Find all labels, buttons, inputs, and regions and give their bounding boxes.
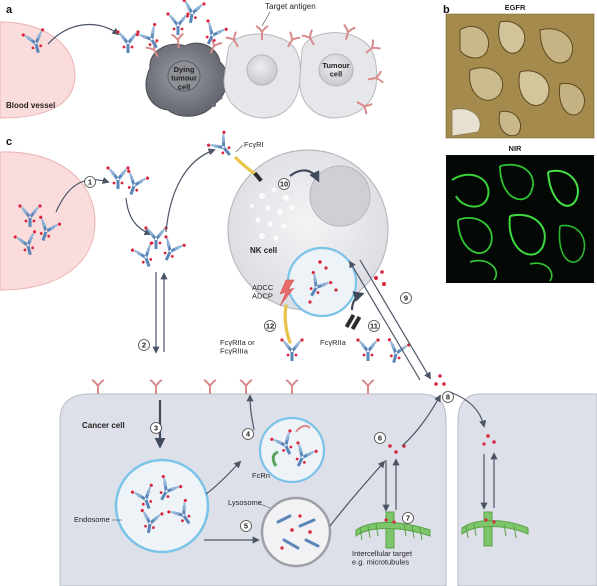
- cancer-cell-label: Cancer cell: [82, 421, 125, 430]
- arrow-step-9-out: [359, 259, 431, 380]
- fcrn-label: FcRn: [252, 471, 270, 480]
- nk-internal-vesicle: [286, 246, 358, 318]
- step-9-marker: [400, 292, 412, 304]
- step-11-marker: [368, 320, 380, 332]
- panel-c-blood-vessel: [0, 151, 96, 291]
- lysosome-leader: [257, 502, 271, 509]
- step-5-marker: [240, 520, 252, 532]
- step-4-marker: [242, 428, 254, 440]
- panel-c-label: c: [6, 136, 12, 148]
- target-antigen-leader: [261, 11, 271, 27]
- degraded-antibody-fragments: [276, 514, 320, 550]
- neighbouring-cell: [457, 393, 597, 586]
- fcyri-leader: [235, 144, 244, 153]
- endosome: [114, 458, 210, 554]
- step-10-marker: [278, 178, 290, 190]
- step-1-marker: [84, 176, 96, 188]
- arrow-step-11: [350, 291, 365, 311]
- panel-b-label: b: [443, 4, 450, 16]
- dying-tumour-cell: [145, 42, 228, 117]
- fcyriia-or-fcyriiia-receptor: [283, 304, 292, 344]
- egfr-label: EGFR: [505, 3, 526, 12]
- target-antigen-label: Target antigen: [265, 2, 316, 11]
- arrow-step-8-bystander: [449, 391, 487, 428]
- step-9-number: 9: [404, 294, 408, 303]
- antibody: [106, 166, 130, 189]
- arrow-step-1: [55, 177, 110, 213]
- blood-vessel-label-a: Blood vessel: [6, 101, 55, 110]
- arrow-step-8-out: [401, 394, 441, 447]
- fcyriia-receptor: [344, 313, 362, 331]
- step-7-number: 7: [406, 514, 410, 523]
- panel-a-blood-vessel: [0, 21, 76, 119]
- panel-a-label: a: [6, 4, 13, 16]
- lysosome-label: Lysosome: [228, 498, 262, 507]
- antibody: [382, 337, 411, 366]
- tumour-cell-middle: [223, 33, 301, 119]
- surface-antigens-cancer-cell: [91, 379, 375, 395]
- arrow-to-fcyri: [165, 148, 216, 233]
- step-12-number: 12: [266, 322, 274, 331]
- arrow-step-10: [289, 169, 320, 183]
- fcrn-receptor: [271, 450, 279, 467]
- arrow-step-9-in: [349, 260, 421, 381]
- antibody-bound: [166, 12, 190, 35]
- fcyriia-label: FcγRIIa: [320, 338, 347, 347]
- step-2-number: 2: [142, 341, 146, 350]
- step-4-number: 4: [246, 430, 251, 439]
- antibody: [155, 234, 187, 266]
- step-8-marker: [442, 391, 454, 403]
- arrow-step-4-in: [205, 460, 242, 495]
- nk-cell-label: NK cell: [250, 246, 277, 255]
- antibody: [144, 226, 168, 249]
- step-10-number: 10: [280, 180, 288, 189]
- antibody-bridging: [280, 338, 304, 361]
- lysosome: [260, 496, 332, 568]
- egfr-stained-tissue-image: [445, 13, 595, 139]
- step-5-number: 5: [244, 522, 248, 531]
- step-1-number: 1: [88, 178, 92, 187]
- step-7-marker: [402, 512, 414, 524]
- antibody-bound-fcyri: [206, 130, 239, 163]
- step-2-marker: [138, 339, 150, 351]
- step-12-marker: [264, 320, 276, 332]
- microtubule-target: [355, 511, 431, 549]
- step-11-number: 11: [370, 322, 378, 331]
- tumour-cell-right: [299, 32, 378, 119]
- step-6-number: 6: [378, 434, 382, 443]
- arrow-step-4-out: [246, 394, 255, 431]
- step-3-number: 3: [154, 424, 158, 433]
- step-3-marker: [150, 422, 162, 434]
- fcyri-receptor: [234, 156, 263, 183]
- step-6-marker: [374, 432, 386, 444]
- arrow-extravasation: [47, 23, 120, 45]
- nir-fluorescence-image: [446, 155, 594, 283]
- fcyri-label: FcγRI: [244, 140, 264, 149]
- lightning-effector-icon: [279, 279, 295, 307]
- endosome-label: Endosome: [74, 515, 110, 524]
- step-8-number: 8: [446, 393, 450, 402]
- nir-label: NIR: [509, 144, 523, 153]
- arrow-payload-release: [329, 460, 386, 527]
- microtubule-neighbour: [461, 511, 529, 547]
- arrow-to-cluster: [125, 197, 152, 236]
- antibody-bridging: [356, 338, 380, 361]
